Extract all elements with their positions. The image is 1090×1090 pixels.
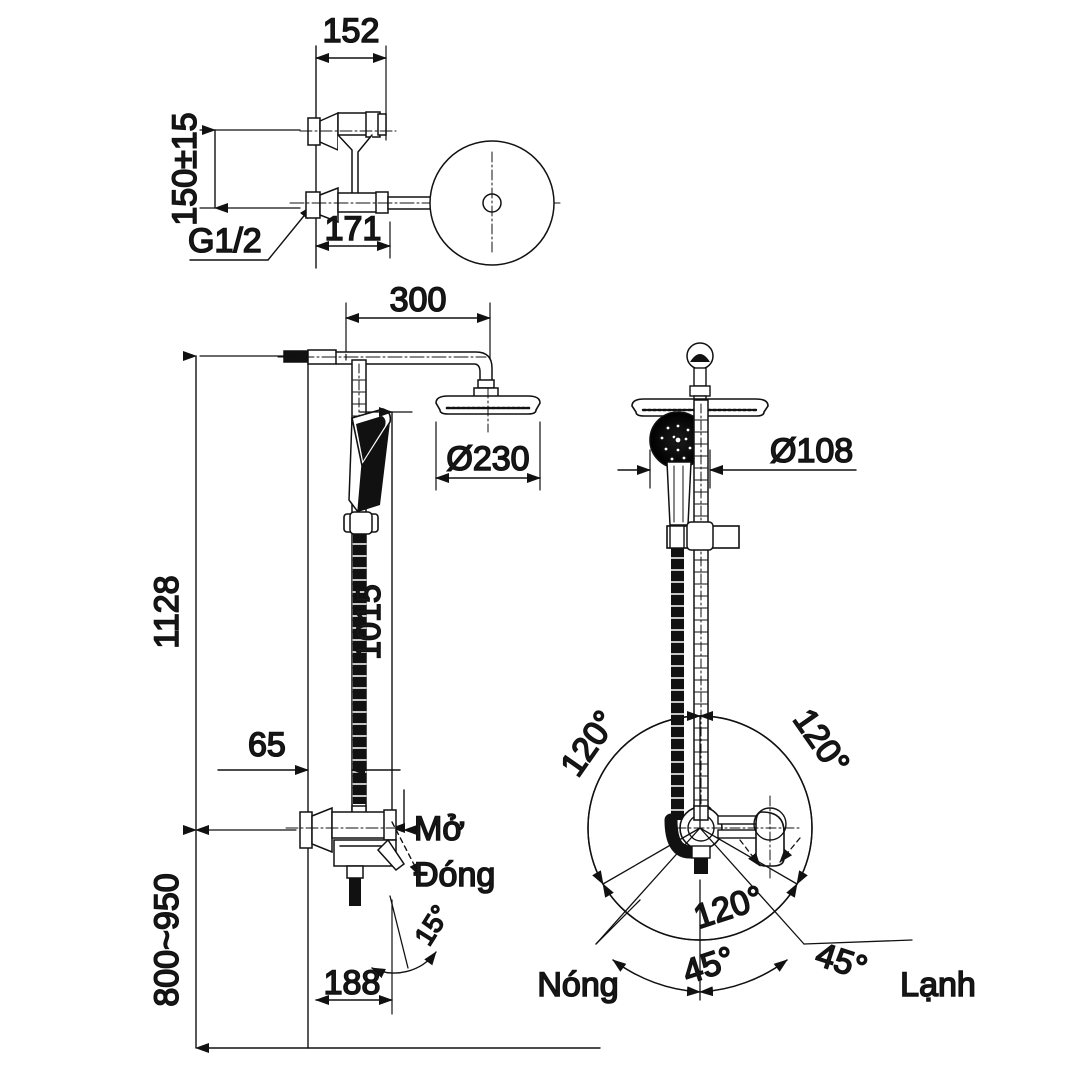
dim-171-label: 171 [325,210,382,248]
dim-1015-label: 1015 [350,584,388,660]
dim-800-950-label: 800~950 [148,873,186,1006]
mixer-body-plan [675,795,801,881]
label-lanh: Lạnh [900,966,976,1004]
shower-hose-front [352,534,367,804]
dim-65-label: 65 [248,726,286,764]
dim-188: 188 [315,899,393,1015]
label-mo: Mở [414,810,465,848]
open-close-annotation: Mở Đóng [391,789,496,895]
hot-cold-labels: Nóng Lạnh [537,899,977,1005]
rail-slider-bracket-side [666,521,740,551]
rotation-diagram: 120° 120° 120° 45° 45° Nóng Lạ [537,701,977,1005]
mixer-valve-body [285,805,406,906]
dim-188-label: 188 [324,964,381,1002]
dim-152: 152 [315,11,387,141]
top-detail-view: 152 150±15 G1/2 [165,11,561,269]
dim-d108: Ø108 [617,431,857,489]
dim-152-label: 152 [323,12,380,50]
dim-300-label: 300 [390,281,447,319]
dim-800-950: 800~950 [147,825,297,1053]
dim-150pm15-label: 150±15 [166,112,204,225]
dim-65: 65 [217,725,401,775]
shower-arm [277,349,499,406]
label-g12: G1/2 [188,222,262,260]
dim-150pm15: 150±15 [165,112,301,226]
label-dong: Đóng [414,856,495,894]
angle-left-120-label: 120° [553,704,624,783]
dim-1128-label: 1128 [148,575,186,648]
angle-bottom-120-label: 120° [689,879,768,937]
hand-shower-front [348,408,392,515]
front-elevation-view: 300 Ø230 [147,280,601,1053]
leader-g12: G1/2 [187,205,313,261]
dim-171: 171 [315,209,391,259]
label-nong: Nóng [537,966,618,1004]
hand-shower-head-side [649,411,707,526]
dim-15deg: 15° [371,895,457,979]
rail-slider-bracket [343,511,379,535]
riser-rail-side [693,399,709,819]
upper-inlet-assembly [289,111,561,266]
dim-d108-label: Ø108 [770,432,853,470]
dim-1015: 1015 [349,407,413,833]
angle-hot-45-label: 45° [678,940,739,992]
dim-15deg-label: 15° [409,900,456,951]
dim-d230: Ø230 [435,421,541,491]
dim-d230-label: Ø230 [446,440,529,478]
dim-300: 300 [345,280,491,373]
side-elevation-view: Ø108 [617,342,857,859]
dim-1128: 1128 [147,351,297,835]
overhead-shower-head [435,387,541,433]
